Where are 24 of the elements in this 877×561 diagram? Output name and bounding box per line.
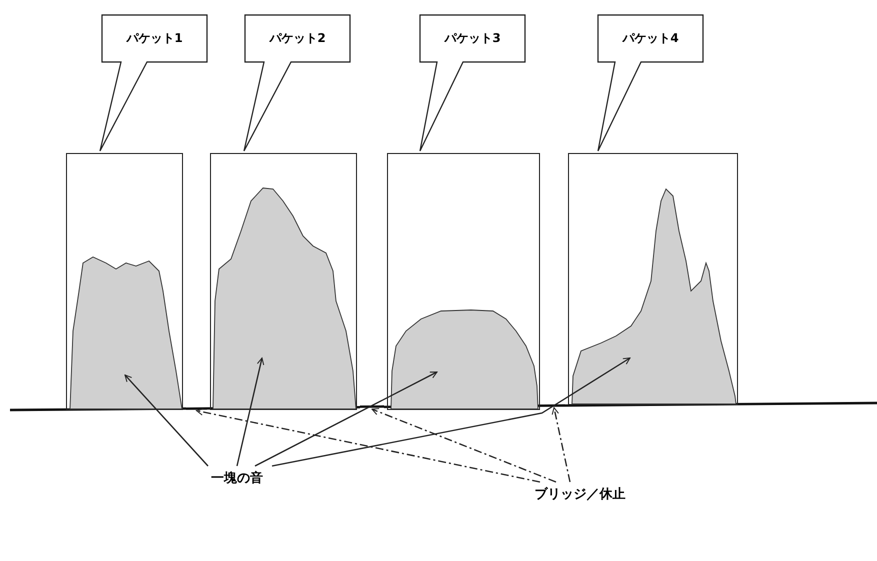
waveform-drawing (572, 189, 736, 404)
annotation-text: ブリッジ／休止 (527, 484, 633, 506)
callout-bubble: パケット3 (420, 15, 525, 151)
packet-box (568, 153, 738, 405)
annotation-text: 一塊の音 (203, 468, 271, 490)
arrow (254, 371, 438, 467)
callout-bubble: パケット2 (244, 15, 350, 151)
packet-box (210, 153, 357, 410)
waveform-drawing (213, 188, 356, 409)
callout-bubble: パケット1 (100, 15, 207, 151)
baseline-segment (186, 406, 207, 410)
baseline-segment (360, 405, 384, 409)
arrow (552, 407, 571, 482)
arrow (272, 357, 630, 467)
packet-box (387, 153, 540, 410)
arrow (124, 374, 208, 466)
baseline-segment (543, 404, 565, 408)
arrow (372, 408, 556, 483)
waveform-drawing (391, 310, 538, 409)
callout-bubble: パケット4 (598, 15, 703, 151)
arrow (236, 358, 264, 466)
arrow (196, 408, 540, 483)
packet-box (66, 153, 183, 410)
waveform-drawing (70, 257, 182, 409)
